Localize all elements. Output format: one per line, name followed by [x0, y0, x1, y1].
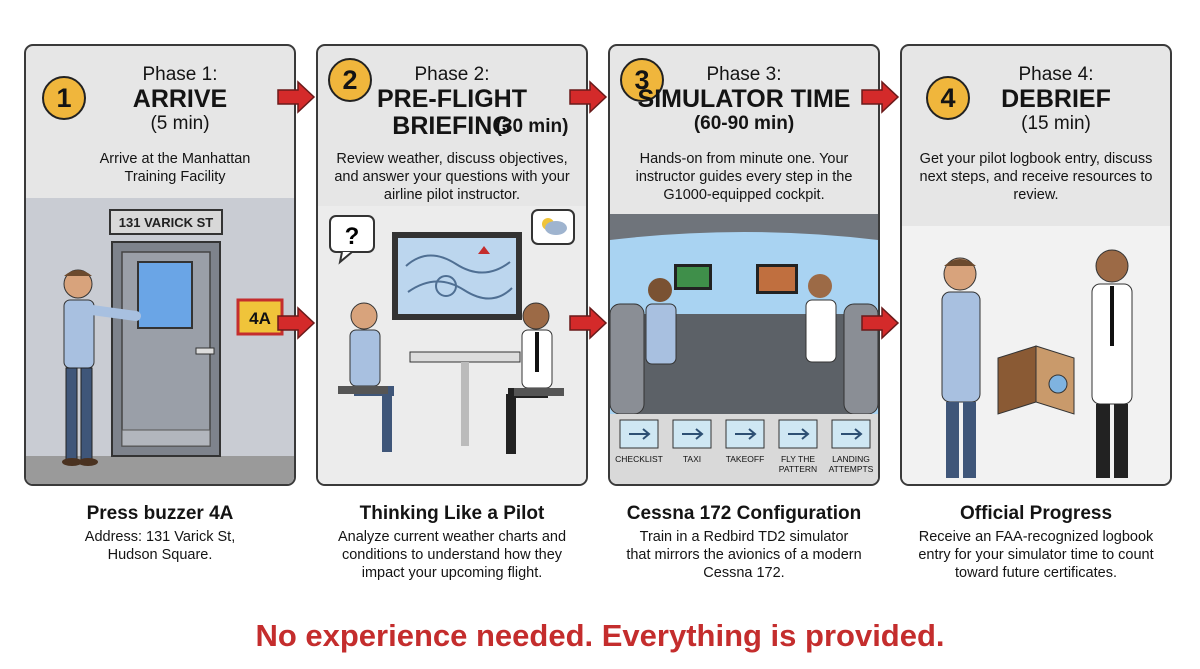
phase-2-label: Phase 2:: [414, 64, 490, 85]
phase-2-time: (30 min): [495, 116, 569, 137]
phase-1-scene: 131 VARICK ST: [26, 198, 294, 484]
debrief-illustration: [902, 226, 1170, 484]
student-pilot-figure: [610, 278, 677, 415]
buzzer-label: 4A: [249, 309, 271, 328]
weather-cloud-icon: [531, 209, 575, 245]
phase-3-name: SIMULATOR TIME: [637, 85, 851, 113]
student-figure: [338, 302, 394, 452]
step-glyph: [788, 428, 810, 440]
instructor-figure: [506, 302, 564, 454]
phase-4-caption: Official Progress Receive an FAA-recogni…: [900, 502, 1172, 582]
phase-1-caption: Press buzzer 4A Address: 131 Varick St, …: [24, 502, 296, 564]
phase-1-description: Arrive at the Manhattan Training Facilit…: [99, 151, 251, 185]
step-glyph: [841, 428, 863, 440]
phase-4-scene: [902, 226, 1170, 484]
instructor-pilot-figure: [805, 274, 878, 415]
phase-2-scene: ?: [318, 206, 586, 484]
weather-chart-icon: [392, 232, 522, 320]
step-label: CHECKLIST: [615, 454, 663, 464]
step-label: TAXI: [683, 454, 701, 464]
phase-3-label: Phase 3:: [706, 64, 782, 85]
step-label: TAKEOFF: [726, 454, 765, 464]
instructor-figure: [1091, 249, 1133, 478]
phase-1-label: Phase 1:: [142, 64, 218, 85]
phase-1-name: ARRIVE: [132, 85, 228, 113]
phase-3-number-badge: 3: [620, 58, 664, 102]
phase-2-caption-body: Analyze current weather charts and condi…: [337, 529, 567, 581]
question-bubble-icon: ?: [329, 215, 375, 265]
phase-2-caption-title: Thinking Like a Pilot: [359, 503, 545, 524]
step-label: FLY THE: [781, 454, 815, 464]
phase-3-caption-title: Cessna 172 Configuration: [626, 503, 862, 524]
phase-4-name: DEBRIEF: [1001, 85, 1111, 113]
phase-4-time: (15 min): [1021, 113, 1091, 134]
phase-4-caption-body: Receive an FAA-recognized logbook entry …: [918, 529, 1154, 581]
flow-arrow-icon: [569, 306, 608, 340]
question-mark: ?: [345, 223, 360, 250]
buzzer-icon: 4A: [236, 298, 284, 336]
flow-arrow-icon: [277, 306, 316, 340]
phase-4-number-badge: 4: [926, 76, 970, 120]
door-icon: [111, 241, 221, 457]
phase-3-time: (60-90 min): [693, 113, 795, 134]
phase-2-caption: Thinking Like a Pilot Analyze current we…: [316, 502, 588, 582]
step-label: LANDING: [832, 454, 870, 464]
phase-1-number-badge: 1: [42, 76, 86, 120]
facility-door-illustration: 131 VARICK ST: [26, 198, 294, 484]
phase-1-caption-body: Address: 131 Varick St, Hudson Square.: [84, 529, 236, 563]
step-label: ATTEMPTS: [829, 464, 874, 474]
flow-arrow-icon: [861, 80, 900, 114]
logbook-icon: [997, 345, 1075, 415]
footer-tagline: No experience needed. Everything is prov…: [255, 618, 945, 653]
step-glyph: [629, 428, 651, 440]
phase-3-panel: 3 Phase 3: SIMULATOR TIME (60-90 min) Ha…: [608, 44, 880, 486]
graduate-figure: [941, 257, 981, 478]
phase-2-name: PRE-FLIGHT BRIEFING: [377, 85, 527, 140]
phase-1-header: Phase 1: ARRIVE (5 min): [26, 64, 294, 135]
phase-4-description: Get your pilot logbook entry, discuss ne…: [919, 151, 1153, 203]
phase-3-description: Hands-on from minute one. Your instructo…: [635, 151, 853, 203]
phase-1-time: (5 min): [150, 113, 210, 134]
flow-arrow-icon: [277, 80, 316, 114]
step-glyph: [682, 428, 704, 440]
visitor-figure: [62, 269, 141, 466]
phase-3-header: Phase 3: SIMULATOR TIME (60-90 min): [610, 64, 878, 135]
briefing-illustration: ?: [318, 206, 586, 484]
address-sign: 131 VARICK ST: [119, 215, 213, 230]
phase-4-header: Phase 4: DEBRIEF (15 min): [902, 64, 1170, 135]
phase-4-caption-title: Official Progress: [959, 503, 1113, 524]
phase-4-label: Phase 4:: [1018, 64, 1094, 85]
phase-3-caption: Cessna 172 Configuration Train in a Redb…: [608, 502, 880, 582]
phase-2-header: Phase 2: PRE-FLIGHT BRIEFING (30 min): [318, 64, 586, 140]
step-label: PATTERN: [779, 464, 817, 474]
phase-1-caption-title: Press buzzer 4A: [86, 503, 234, 524]
phase-3-caption-body: Train in a Redbird TD2 simulator that mi…: [626, 529, 862, 581]
flow-arrow-icon: [569, 80, 608, 114]
phase-2-panel: 2 Phase 2: PRE-FLIGHT BRIEFING (30 min) …: [316, 44, 588, 486]
step-glyph: [735, 428, 757, 440]
phase-1-panel: 1 Phase 1: ARRIVE (5 min) Arrive at the …: [24, 44, 296, 486]
flow-arrow-icon: [861, 306, 900, 340]
phase-2-number-badge: 2: [328, 58, 372, 102]
phase-2-description: Review weather, discuss objectives, and …: [334, 151, 570, 203]
phase-4-panel: 4 Phase 4: DEBRIEF (15 min) Get your pil…: [900, 44, 1172, 486]
